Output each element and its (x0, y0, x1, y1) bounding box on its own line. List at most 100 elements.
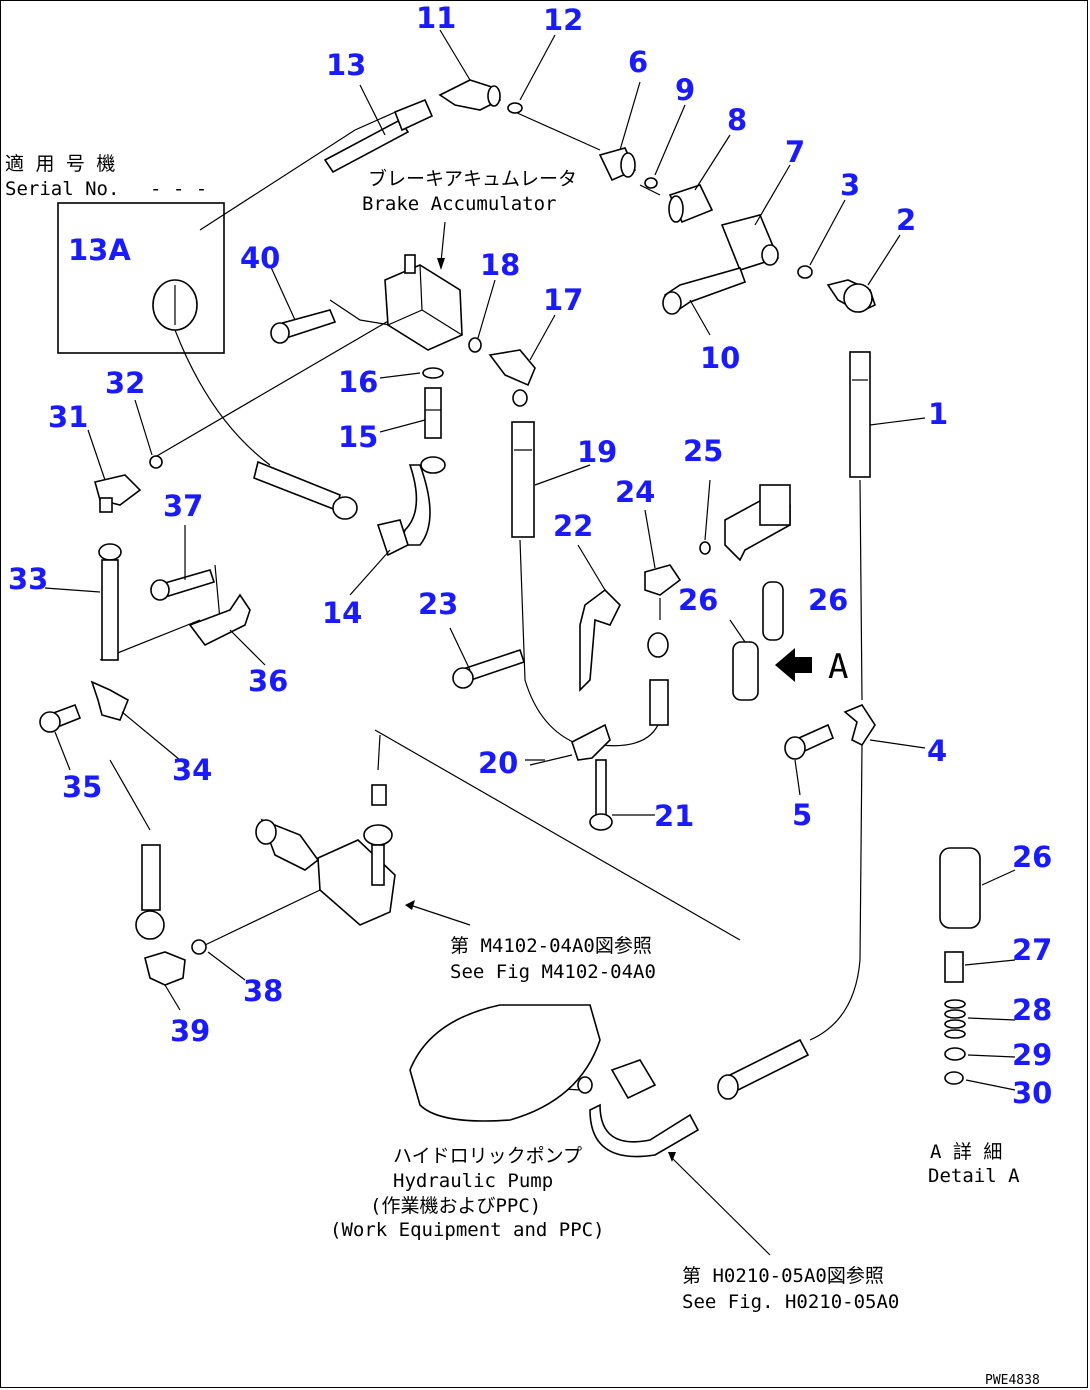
serial-label-jp: 適 用 号 機 (5, 153, 115, 175)
brake-accumulator-label-en: Brake Accumulator (362, 193, 556, 215)
callout-8: 8 (727, 103, 747, 137)
part-40-bolt (270, 309, 337, 344)
pump-sub-label-jp: (作業機およびPPC) (370, 1195, 541, 1217)
callout-9: 9 (675, 73, 695, 107)
part-39-elbow (144, 951, 186, 986)
detail-a-part-28 (944, 999, 966, 1039)
part-35-bolt (39, 703, 82, 733)
part-8-sleeve (668, 184, 714, 224)
leader-lines (44, 29, 1016, 1091)
callout-33: 33 (8, 562, 48, 596)
callout-13a: 13A (68, 233, 131, 267)
part-25-bracket (724, 484, 791, 562)
callout-27: 27 (1012, 933, 1052, 967)
part-16-o-ring (422, 367, 444, 379)
connection-lines (99, 109, 863, 1091)
detail-a-part-30 (944, 1071, 964, 1085)
part-20-clamp (571, 723, 611, 761)
part-32-o-ring (149, 455, 163, 469)
callout-21: 21 (654, 799, 694, 833)
detail-a-label-en: Detail A (928, 1165, 1020, 1187)
part-2-elbow (826, 279, 876, 313)
hose-segment-13 (253, 460, 358, 520)
part-25-o-ring (699, 541, 711, 555)
view-a-label: A (828, 647, 848, 687)
callout-numbers: 11 12 13 6 9 8 7 3 2 13A 40 18 17 10 16 … (8, 1, 1052, 1110)
part-37-bolt (150, 569, 216, 601)
part-5-bolt (784, 723, 835, 760)
part-12-o-ring (507, 102, 523, 114)
callout-2: 2 (896, 203, 916, 237)
callout-37: 37 (163, 489, 203, 523)
part-31-elbow (94, 474, 142, 513)
hydraulic-pump (409, 1004, 601, 1122)
callout-24: 24 (615, 475, 655, 509)
part-33-hose (98, 543, 122, 661)
serial-label-en: Serial No. (5, 178, 119, 200)
callout-17: 17 (543, 283, 583, 317)
part-21-bolt (589, 759, 613, 831)
part-24-elbow (644, 564, 682, 620)
view-a-arrow-icon (775, 648, 812, 682)
text-labels: 適 用 号 機 Serial No. - - - ブレーキアキュムレータ Bra… (5, 153, 1040, 1388)
part-3-o-ring (797, 265, 813, 279)
callout-6: 6 (628, 45, 648, 79)
leader-arrow-icon (437, 258, 445, 270)
callout-34: 34 (172, 753, 212, 787)
part-22-clamp (579, 588, 621, 692)
callout-22: 22 (553, 509, 593, 543)
brake-accumulator-label-jp: ブレーキアキュムレータ (368, 167, 577, 190)
callout-20: 20 (478, 746, 518, 780)
callout-13: 13 (326, 48, 366, 82)
control-valve-m4102 (255, 784, 396, 926)
callout-1: 1 (928, 397, 948, 431)
callout-16: 16 (338, 365, 378, 399)
pump-label-en: Hydraulic Pump (393, 1170, 553, 1192)
part-36-clamp (188, 593, 251, 647)
callout-23: 23 (418, 587, 458, 621)
serial-dash: - - - (150, 178, 207, 200)
part-34-clamp (90, 680, 130, 721)
part-11-elbow (438, 79, 502, 111)
fig-m4102-label-jp: 第 M4102-04A0図参照 (450, 935, 652, 957)
callout-18: 18 (480, 248, 520, 282)
callout-36: 36 (248, 664, 288, 698)
callout-10: 10 (700, 341, 740, 375)
part-23-bolt (452, 648, 526, 689)
part-18-o-ring (468, 337, 482, 353)
callout-40: 40 (240, 241, 280, 275)
part-24-hose (647, 632, 669, 726)
callout-14: 14 (322, 596, 362, 630)
callout-26a: 26 (678, 583, 718, 617)
part-1-hose (849, 351, 871, 478)
fig-h0210-label-jp: 第 H0210-05A0図参照 (682, 1265, 884, 1287)
detail-a-part-26 (939, 847, 981, 929)
callout-19: 19 (577, 435, 617, 469)
callout-35: 35 (62, 770, 102, 804)
parts (39, 79, 981, 1256)
part-15-fitting (424, 387, 442, 439)
callout-26b: 26 (808, 583, 848, 617)
part-33-hose-lower (135, 844, 165, 940)
part-4-clamp (843, 704, 876, 747)
callout-11: 11 (416, 1, 456, 35)
part-9-o-ring (644, 177, 658, 189)
pump-tube (589, 1038, 810, 1158)
detail-box-13a (57, 202, 225, 354)
fig-m4102-label-en: See Fig M4102-04A0 (450, 961, 656, 983)
callout-30: 30 (1012, 1076, 1052, 1110)
part-13-hose (323, 98, 434, 174)
callout-15: 15 (338, 420, 378, 454)
callout-12: 12 (543, 3, 583, 37)
detail-a-part-27 (944, 951, 964, 983)
fig-h0210-label-en: See Fig. H0210-05A0 (682, 1291, 899, 1313)
callout-7: 7 (785, 135, 805, 169)
part-7-valve (720, 214, 780, 271)
part-26-sleeve-2 (732, 641, 759, 701)
drawing-code: PWE4838 (985, 1373, 1040, 1388)
callout-38: 38 (243, 974, 283, 1008)
callout-5: 5 (792, 798, 812, 832)
callout-32: 32 (105, 366, 145, 400)
callout-4: 4 (927, 734, 947, 768)
